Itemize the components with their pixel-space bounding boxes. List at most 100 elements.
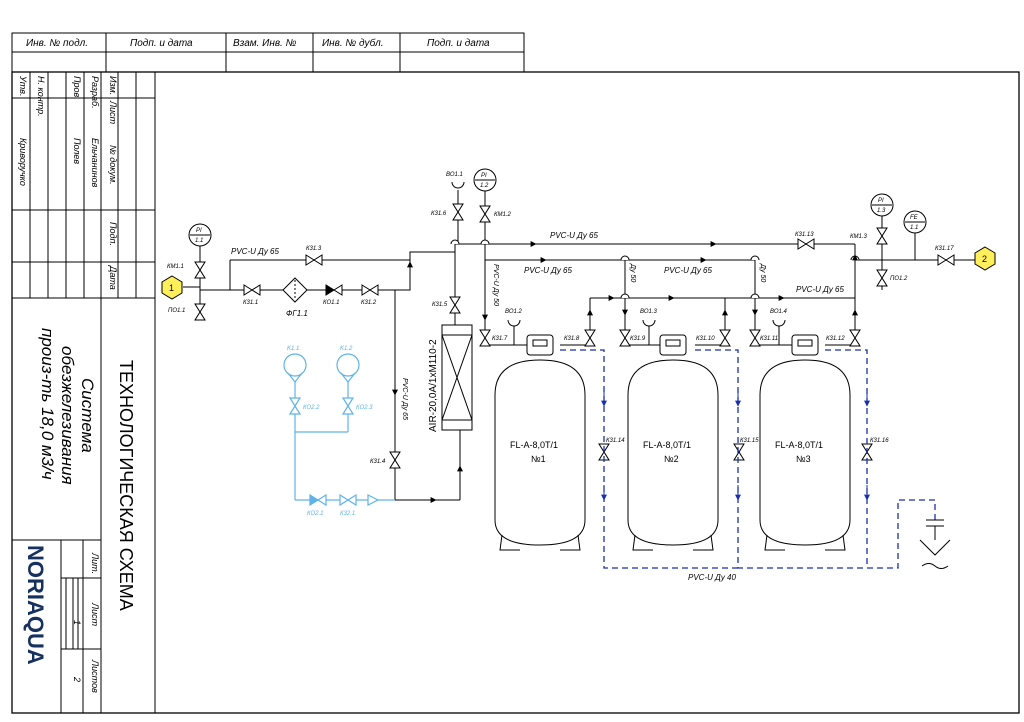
tank-labels: FL-A-8,0T/1 №1 FL-A-8,0T/1 №2 FL-A-8,0T/… <box>510 440 823 464</box>
valve-k312 <box>361 284 379 296</box>
label-valve_labels-po11: ПО1.1 <box>168 308 185 314</box>
tank-2 <box>627 334 719 551</box>
col-podp: Подп. <box>108 222 118 246</box>
pipe-label-9: PVC-U Ду 65 <box>401 378 408 420</box>
valve-ko21 <box>309 493 320 507</box>
pipe-label-7: Ду 50 <box>629 263 636 282</box>
label-valve_labels-k314: К31.4 <box>370 459 386 465</box>
valve-ko22 <box>288 397 302 415</box>
valve-ko11 <box>325 284 335 296</box>
col-data: Дата <box>108 265 118 290</box>
label-valve_labels-km13: КМ1.3 <box>850 234 868 240</box>
valve-km13 <box>876 227 888 245</box>
pi11-top: PI <box>196 228 202 234</box>
k12-label: K1.2 <box>340 346 353 352</box>
stamp-vzam-inv: Взам. Инв. № <box>233 38 297 49</box>
pump-k11 <box>283 353 307 377</box>
node-outlet <box>974 246 996 271</box>
tank-1 <box>494 334 586 551</box>
valve-k3115 <box>733 443 745 461</box>
header-stamp: Инв. № подл. Подп. и дата Взам. Инв. № И… <box>26 37 490 49</box>
pipe-label-5: PVC-U Ду 65 <box>796 285 845 294</box>
instrument-labels: PI 1.1 PI 1.2 PI 1.3 FE 1.1 <box>195 173 919 244</box>
label-valve_labels-fg11: ФГ1.1 <box>286 309 308 318</box>
reagent-piping <box>283 353 395 507</box>
label-valve_labels-km12: КМ1.2 <box>494 212 512 218</box>
tank-2-model: FL-A-8,0T/1 <box>643 440 691 450</box>
valve-k316 <box>452 203 464 221</box>
sheet-value-listov: 2 <box>72 676 82 682</box>
system-title-2: обезжелезивания <box>58 346 77 485</box>
sheet-label-list: Лист <box>90 602 100 627</box>
pipe-labels: PVC-U Ду 65 PVC-U Ду 65 PVC-U Ду 65 PVC-… <box>231 231 845 582</box>
label-valve_labels-k3113: К31.13 <box>795 232 814 238</box>
label-valve_labels-k311: К31.1 <box>243 300 258 306</box>
role-prov: Пров. <box>72 76 82 100</box>
label-valve_labels-k3116: К31.16 <box>870 438 889 444</box>
tank-3-num: №3 <box>796 454 811 464</box>
air-unit <box>441 313 473 431</box>
role-list: Лист <box>108 100 118 125</box>
drawing-frame <box>11 32 1020 714</box>
air-unit-label: AIR-20,0A/1хМ110-2 <box>428 339 439 432</box>
role-utv: Утв. <box>18 75 28 96</box>
ko23-label: КО2.3 <box>356 405 373 411</box>
sheet-value-list: 1 <box>72 620 82 625</box>
valve-k315 <box>449 296 461 314</box>
vent-vo14 <box>772 319 786 327</box>
label-valve_labels-k3112: К31.12 <box>826 336 845 342</box>
label-valve_labels-k316: К31.6 <box>431 211 447 217</box>
valves <box>194 203 955 469</box>
label-valve_labels-vo12: ВО1.2 <box>505 309 523 315</box>
role-nkontr: Н. контр. <box>36 76 46 117</box>
drain-arrows <box>601 390 870 501</box>
pump-k12 <box>336 353 360 377</box>
stamp-inv-podl: Инв. № подл. <box>26 38 88 49</box>
pi11-bottom: 1.1 <box>195 238 203 244</box>
pipe-label-4: PVC-U Ду 65 <box>664 266 713 275</box>
label-valve_labels-k3117: К31.17 <box>935 246 954 252</box>
ko22-label: КО2.2 <box>303 405 320 411</box>
sheet-label-listov: Листов <box>90 659 100 693</box>
valve-labels: КМ1.1 ПО1.1 К31.3 К31.1 ФГ1.1 КО1.1 К31.… <box>167 172 954 465</box>
company-logo: NORIAQUA <box>23 545 48 665</box>
stamp-inv-dubl: Инв. № дубл. <box>322 37 384 49</box>
label-valve_labels-k3110: К31.10 <box>696 336 715 342</box>
valve-k321 <box>339 493 357 507</box>
pipe-label-10: PVC-U Ду 40 <box>688 573 737 582</box>
sheet-label-lit: Лит. <box>90 552 100 574</box>
valve-po12 <box>876 269 888 287</box>
node-inlet-label: 1 <box>169 283 174 293</box>
label-valve_labels-k317: К31.7 <box>492 336 508 342</box>
valve-k311 <box>243 284 261 296</box>
pipe-label-6: PVC-U Ду 50 <box>492 264 499 306</box>
stamp-podp-data-1: Подп. и дата <box>130 38 193 49</box>
valve-k3110 <box>719 329 731 347</box>
pi12-bottom: 1.2 <box>480 183 489 189</box>
valve-k313 <box>305 254 323 266</box>
pipe-label-2: PVC-U Ду 65 <box>550 231 599 240</box>
name-razrab: Ельчанинов <box>90 138 100 188</box>
flow-arrows <box>392 241 858 503</box>
tank-3 <box>759 334 851 551</box>
pipe-label-8: Ду 50 <box>759 263 766 282</box>
label-valve_labels-km11: КМ1.1 <box>167 264 184 270</box>
fe11-top: FE <box>910 215 919 221</box>
label-valve_labels-k3115: К31.15 <box>740 438 759 444</box>
label-valve_labels-k318: К31.8 <box>564 336 580 342</box>
valve-k317 <box>479 329 491 347</box>
vent-vo11 <box>451 181 465 189</box>
tank-1-model: FL-A-8,0T/1 <box>510 440 558 450</box>
label-valve_labels-vo11: ВО1.1 <box>446 172 463 178</box>
role-razrab: Разраб. <box>90 76 100 109</box>
tank-2-num: №2 <box>664 454 679 464</box>
node-outlet-label: 2 <box>982 254 987 264</box>
valve-k319 <box>619 329 631 347</box>
nodes: 1 2 <box>161 246 996 300</box>
label-valve_labels-k315: К31.5 <box>432 302 448 308</box>
col-dokum: № докум. <box>108 145 118 185</box>
label-valve_labels-ko11: КО1.1 <box>323 300 339 306</box>
valve-k314 <box>389 451 401 469</box>
title-block: Изм. Лист Разраб. Пров. Н. контр. Утв. №… <box>18 75 136 693</box>
sewer-icon <box>919 519 951 569</box>
